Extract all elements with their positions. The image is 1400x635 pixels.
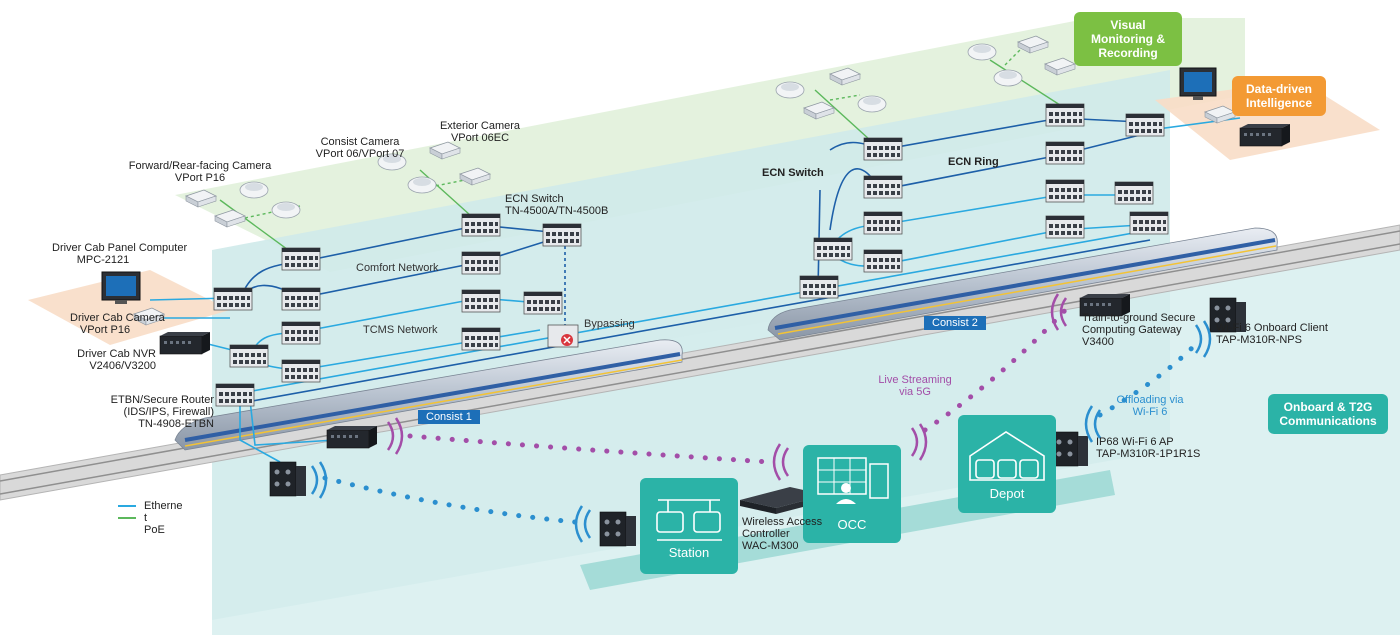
legend-poe-label: PoE — [144, 524, 165, 536]
onboard-t2g-badge: Onboard & T2G Communications — [1268, 394, 1388, 434]
tcms-network-label: TCMS Network — [363, 324, 438, 336]
offloading-label: Offloading via Wi-Fi 6 — [1116, 394, 1184, 418]
etbn-router-label: ETBN/Secure Router (IDS/IPS, Firewall)TN… — [110, 394, 214, 430]
data-driven-badge: Data-driven Intelligence — [1232, 76, 1326, 116]
consist-1-chip: Consist 1 — [418, 410, 480, 424]
legend-poe-swatch — [118, 517, 136, 519]
link-purple-1 — [407, 433, 773, 465]
panel-computer-icon — [101, 271, 141, 304]
legend: Etherne t PoE — [118, 500, 183, 536]
driver-cab-area — [28, 270, 230, 345]
comfort-network-label: Comfort Network — [356, 262, 439, 274]
train-consist-1 — [174, 339, 683, 451]
station-label: Station — [668, 545, 710, 560]
depot-icon — [969, 431, 1045, 481]
legend-ethernet-label: Etherne — [144, 500, 183, 512]
train-consist-2 — [767, 227, 1278, 341]
station-zone — [640, 478, 738, 574]
ecn-switch-right-label: ECN Switch — [762, 167, 824, 179]
data-intelligence-monitor-icon — [1179, 67, 1217, 100]
visual-monitoring-badge: Visual Monitoring & Recording — [1074, 12, 1182, 66]
ground-plane — [212, 250, 1400, 635]
occ-icon — [817, 457, 889, 504]
depot-label: Depot — [989, 486, 1025, 501]
live-streaming-label: Live Streaming via 5G — [878, 374, 952, 398]
occ-label: OCC — [837, 517, 867, 532]
link-blue-1 — [322, 475, 578, 525]
legend-ethernet-swatch — [118, 505, 136, 507]
t2g-gateway-label: Train-to-ground Secure Computing Gateway… — [1082, 312, 1196, 348]
legend-ethernet-label-cont: t — [144, 512, 148, 524]
depot-zone — [958, 415, 1056, 513]
bypassing-label: Bypassing — [584, 318, 635, 330]
ecn-ring-label: ECN Ring — [948, 156, 999, 168]
consist-2-chip: Consist 2 — [924, 316, 986, 330]
station-icon — [656, 499, 722, 541]
link-blue-2 — [1097, 342, 1198, 418]
